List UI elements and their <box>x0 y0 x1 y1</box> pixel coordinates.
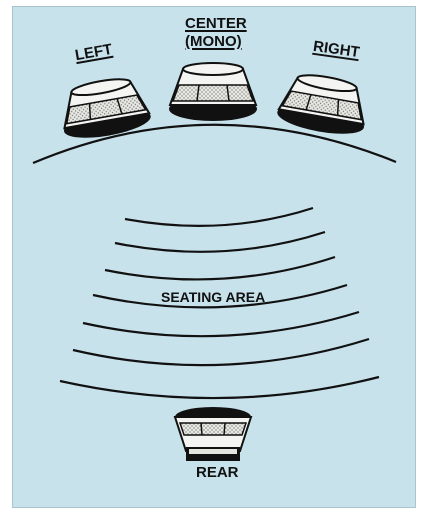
seating-arc <box>115 232 325 252</box>
center-speaker <box>169 63 257 121</box>
left-speaker <box>57 74 153 143</box>
seating-arc <box>83 312 359 336</box>
center-speaker-label-line2: (MONO) <box>185 34 242 50</box>
rear-speaker <box>175 407 251 461</box>
right-speaker <box>275 70 371 139</box>
seating-area-label: SEATING AREA <box>161 289 265 305</box>
rear-speaker-label: REAR <box>196 465 239 481</box>
diagram-graphics <box>13 7 415 507</box>
speaker-layout-diagram: LEFT CENTER (MONO) RIGHT SEATING AREA RE… <box>12 6 416 508</box>
center-speaker-label-line1: CENTER <box>185 16 247 32</box>
seating-arc <box>105 257 335 279</box>
seating-arc <box>60 377 379 398</box>
seating-arc <box>73 339 369 365</box>
seating-arc <box>125 208 313 226</box>
